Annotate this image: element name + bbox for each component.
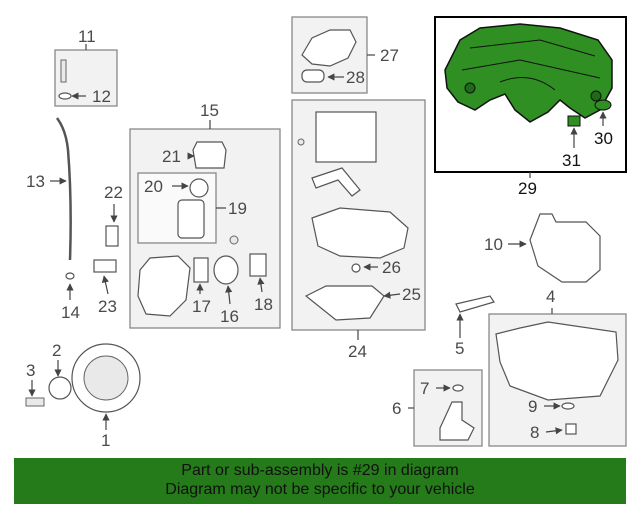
callout-9: 9 — [528, 397, 537, 416]
housing-27-part — [301, 29, 357, 67]
seal-7-part — [452, 384, 464, 392]
valve-18-part — [249, 253, 267, 277]
callout-2: 2 — [52, 341, 61, 360]
plug-8-part — [565, 423, 577, 435]
callout-6: 6 — [392, 399, 401, 418]
seal-5-part — [455, 295, 495, 313]
parts-diagram: 11 12 13 14 15 21 20 19 22 23 17 16 18 2… — [25, 16, 627, 450]
callout-23: 23 — [98, 297, 117, 316]
filter-housing-part — [137, 255, 191, 317]
bolt-11-part — [60, 59, 67, 83]
pulley-inner — [83, 355, 129, 401]
callout-25: 25 — [402, 285, 421, 304]
gasket-16-part — [213, 255, 239, 285]
seal-9-part — [561, 402, 575, 410]
callout-28: 28 — [346, 68, 365, 87]
filter-element-part — [177, 199, 205, 239]
seal-30-part — [594, 99, 612, 111]
callout-10: 10 — [484, 235, 503, 254]
oil-pan-part — [495, 321, 619, 401]
callout-26: 26 — [382, 258, 401, 277]
banner-line-part-info: Part or sub-assembly is #29 in diagram — [181, 462, 459, 479]
washer-2-part — [48, 376, 72, 400]
callout-3: 3 — [26, 361, 35, 380]
callout-13: 13 — [26, 172, 45, 191]
seal-26-part — [351, 263, 361, 273]
callout-19: 19 — [228, 199, 247, 218]
callout-7: 7 — [420, 379, 429, 398]
callout-14: 14 — [61, 303, 80, 322]
filter-cap-21-part — [192, 141, 227, 169]
dipstick-tube-part — [55, 117, 72, 261]
bolt-3-part — [25, 397, 45, 407]
callout-22: 22 — [104, 183, 123, 202]
callout-4: 4 — [546, 287, 555, 306]
sensor-23-part — [93, 259, 117, 273]
cover-10-part — [529, 213, 601, 283]
callout-17: 17 — [192, 297, 211, 316]
oil-cooler-part — [315, 111, 377, 163]
sensor-22-part — [105, 225, 119, 247]
oring-20-part — [189, 178, 209, 198]
callout-16: 16 — [220, 307, 239, 326]
bolt-15-part — [229, 235, 239, 245]
oil-pump-part — [311, 207, 409, 259]
callout-29[interactable]: 29 — [518, 179, 537, 198]
callout-1: 1 — [101, 431, 110, 450]
callout-11: 11 — [78, 27, 96, 46]
callout-21: 21 — [162, 147, 181, 166]
bolt-24-part — [297, 138, 305, 146]
callout-20: 20 — [144, 177, 163, 196]
banner-line-disclaimer: Diagram may not be specific to your vehi… — [165, 481, 475, 498]
callout-18: 18 — [254, 295, 273, 314]
pipe-part — [311, 167, 361, 197]
callout-31: 31 — [562, 151, 581, 170]
sensor-17-part — [193, 257, 209, 283]
callout-27: 27 — [380, 46, 399, 65]
vehicle-fitment-banner: Part or sub-assembly is #29 in diagram D… — [14, 458, 626, 504]
gasket-28-part — [301, 69, 325, 83]
seal-14-part — [65, 272, 75, 280]
callout-12: 12 — [92, 87, 111, 106]
intake-manifold-part[interactable] — [444, 23, 613, 123]
sensor-6-part — [439, 401, 475, 441]
callout-5: 5 — [455, 339, 464, 358]
gasket-31-part — [567, 115, 581, 127]
callout-30: 30 — [594, 129, 613, 148]
callout-24: 24 — [348, 342, 367, 361]
washer-12-part — [58, 92, 72, 100]
callout-8: 8 — [530, 423, 539, 442]
callout-15: 15 — [200, 101, 219, 120]
